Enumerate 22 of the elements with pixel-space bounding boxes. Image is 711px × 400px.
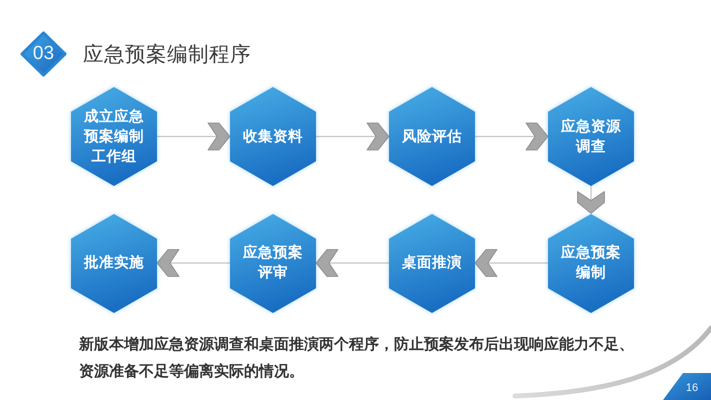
- page-number: 16: [686, 382, 698, 395]
- step-label: 成立应急预案编制工作组: [83, 107, 145, 166]
- step-label: 风险评估: [401, 128, 463, 146]
- step-hexagon: [389, 87, 475, 186]
- step-label: 应急预案评审: [242, 243, 304, 283]
- section-number: 03: [32, 43, 54, 65]
- step-label: 桌面推演: [401, 254, 463, 273]
- step-hexagon: [230, 214, 316, 312]
- note-text: 新版本增加应急资源调查和桌面推演两个程序，防止预案发布后出现响应能力不足、资源准备不足等偏离实际的情况。: [79, 334, 635, 382]
- page-tab: [663, 373, 711, 400]
- title: 应急预案编制程序: [83, 42, 251, 68]
- number-diamond: [20, 31, 67, 77]
- step-label: 应急预案编制: [560, 243, 622, 283]
- step-hexagon: [548, 214, 634, 312]
- step-hexagon: [71, 87, 157, 186]
- step-label: 应急资源调查: [560, 117, 622, 156]
- step-hexagon: [548, 87, 634, 186]
- step-label: 收集资料: [242, 128, 304, 146]
- step-label: 批准实施: [83, 254, 145, 273]
- step-hexagon: [389, 214, 475, 312]
- step-hexagon: [230, 87, 316, 186]
- step-hexagon: [71, 214, 157, 312]
